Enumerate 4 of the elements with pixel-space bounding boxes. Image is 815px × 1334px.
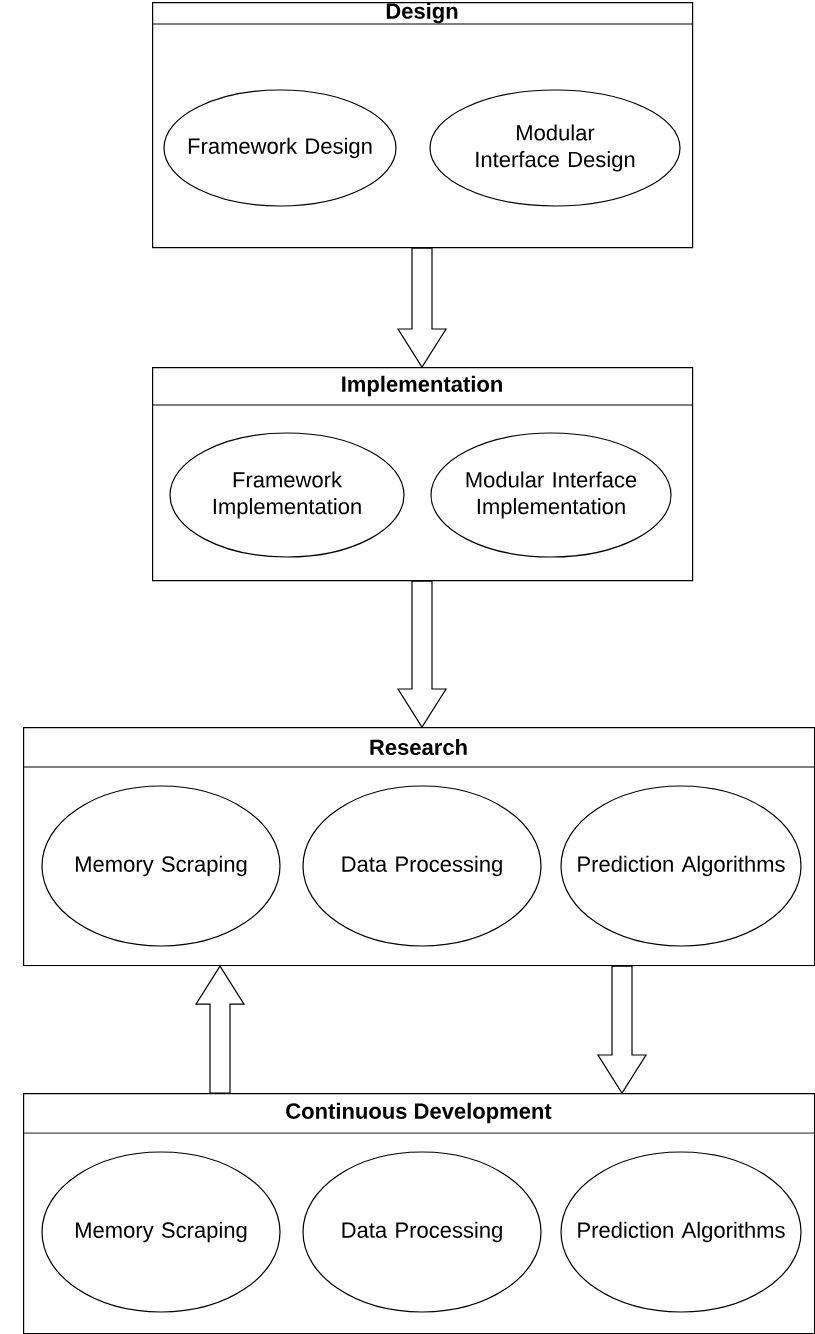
block-arrow bbox=[596, 965, 648, 1095]
block-arrow bbox=[396, 580, 448, 729]
block-arrow bbox=[396, 247, 448, 369]
block-arrow bbox=[194, 965, 246, 1094]
